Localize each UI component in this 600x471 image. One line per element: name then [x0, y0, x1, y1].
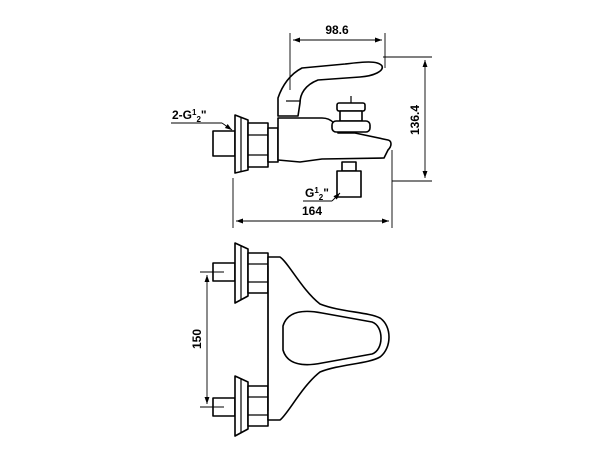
hex-nut — [247, 122, 269, 168]
inlet-spacing-label: 150 — [190, 329, 204, 349]
diverter-knob-cap — [336, 102, 366, 112]
connector-collar — [267, 127, 279, 163]
lever-reach-label: 98.6 — [325, 23, 349, 37]
outlet-thread-label: G12" — [305, 186, 329, 202]
lever-handle — [277, 61, 383, 117]
height-label: 136.4 — [408, 105, 422, 135]
lower-inlet — [212, 375, 269, 437]
inlet-pipe-stub — [212, 130, 236, 157]
diverter-knob — [331, 96, 371, 133]
top-view: 150 — [190, 242, 390, 437]
dimension-inlet-spacing: 150 — [190, 271, 224, 408]
outlet-nut — [341, 161, 357, 172]
diverter-knob-stem — [339, 110, 363, 122]
upper-inlet — [212, 242, 269, 304]
mixer-body — [277, 117, 392, 163]
length-label: 164 — [302, 204, 322, 218]
lever-top — [282, 310, 382, 366]
callout-inlet-thread: 2-G12" — [171, 108, 233, 131]
inlet-thread-label: 2-G12" — [172, 108, 207, 124]
dimension-lever-reach: 98.6 — [289, 23, 386, 90]
callout-outlet-thread: G12" — [303, 186, 341, 202]
diverter-knob-base — [331, 120, 371, 133]
outlet-pipe — [336, 170, 362, 198]
side-view: 98.6 136.4 164 2-G12" — [171, 23, 432, 228]
dimension-height: 136.4 — [383, 56, 432, 182]
lower-inlet-nut — [247, 385, 269, 427]
dimension-length: 164 — [232, 150, 393, 228]
upper-inlet-nut — [247, 252, 269, 294]
